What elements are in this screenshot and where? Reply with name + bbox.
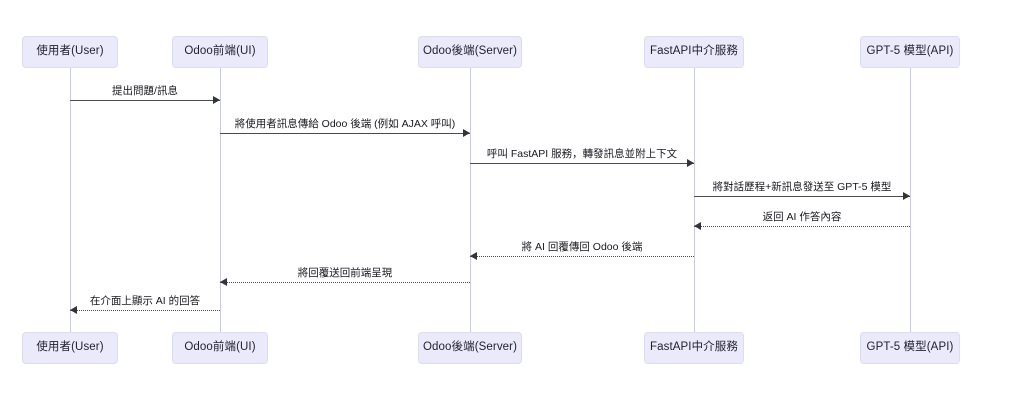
participant-footer-fastapi[interactable]: FastAPI中介服務 (644, 332, 744, 364)
participant-label-fastapi: FastAPI中介服務 (649, 341, 738, 354)
message-arrowhead-8 (70, 306, 77, 314)
message-line-8 (70, 310, 220, 311)
message-arrowhead-1 (213, 96, 220, 104)
message-label-7: 將回覆送回前端呈現 (297, 267, 393, 279)
participant-label-server: Odoo後端(Server) (422, 45, 518, 58)
message-line-1 (70, 100, 220, 101)
participant-label-gpt5: GPT-5 模型(API) (866, 45, 954, 58)
message-label-3: 呼叫 FastAPI 服務，轉發訊息並附上下文 (486, 148, 678, 160)
participant-header-server[interactable]: Odoo後端(Server) (418, 36, 522, 68)
participant-label-user: 使用者(User) (36, 45, 104, 58)
message-arrowhead-3 (687, 159, 694, 167)
lifeline-server (470, 68, 471, 332)
message-label-6: 將 AI 回覆傳回 Odoo 後端 (521, 241, 643, 253)
participant-header-ui[interactable]: Odoo前端(UI) (172, 36, 268, 68)
participant-label-user: 使用者(User) (36, 341, 104, 354)
participant-footer-gpt5[interactable]: GPT-5 模型(API) (860, 332, 960, 364)
lifeline-user (70, 68, 71, 332)
message-line-3 (470, 163, 694, 164)
message-label-2: 將使用者訊息傳給 Odoo 後端 (例如 AJAX 呼叫) (234, 118, 456, 130)
message-line-4 (694, 196, 910, 197)
message-label-8: 在介面上顯示 AI 的回答 (89, 295, 201, 307)
lifeline-ui (220, 68, 221, 332)
participant-header-user[interactable]: 使用者(User) (22, 36, 118, 68)
message-line-6 (470, 256, 694, 257)
lifeline-gpt5 (910, 68, 911, 332)
participant-label-ui: Odoo前端(UI) (184, 45, 256, 58)
participant-label-fastapi: FastAPI中介服務 (649, 45, 738, 58)
participant-footer-server[interactable]: Odoo後端(Server) (418, 332, 522, 364)
lifeline-fastapi (694, 68, 695, 332)
message-label-1: 提出問題/訊息 (112, 85, 178, 97)
message-label-5: 返回 AI 作答內容 (762, 211, 842, 223)
message-line-5 (694, 226, 910, 227)
message-arrowhead-5 (694, 222, 701, 230)
participant-header-fastapi[interactable]: FastAPI中介服務 (644, 36, 744, 68)
message-line-2 (220, 133, 470, 134)
message-arrowhead-4 (903, 192, 910, 200)
participant-header-gpt5[interactable]: GPT-5 模型(API) (860, 36, 960, 68)
participant-label-gpt5: GPT-5 模型(API) (866, 341, 954, 354)
participant-label-ui: Odoo前端(UI) (184, 341, 256, 354)
participant-footer-ui[interactable]: Odoo前端(UI) (172, 332, 268, 364)
message-arrowhead-7 (220, 278, 227, 286)
participant-label-server: Odoo後端(Server) (422, 341, 518, 354)
message-line-7 (220, 282, 470, 283)
message-arrowhead-2 (463, 129, 470, 137)
participant-footer-user[interactable]: 使用者(User) (22, 332, 118, 364)
message-label-4: 將對話歷程+新訊息發送至 GPT-5 模型 (712, 181, 892, 193)
message-arrowhead-6 (470, 252, 477, 260)
